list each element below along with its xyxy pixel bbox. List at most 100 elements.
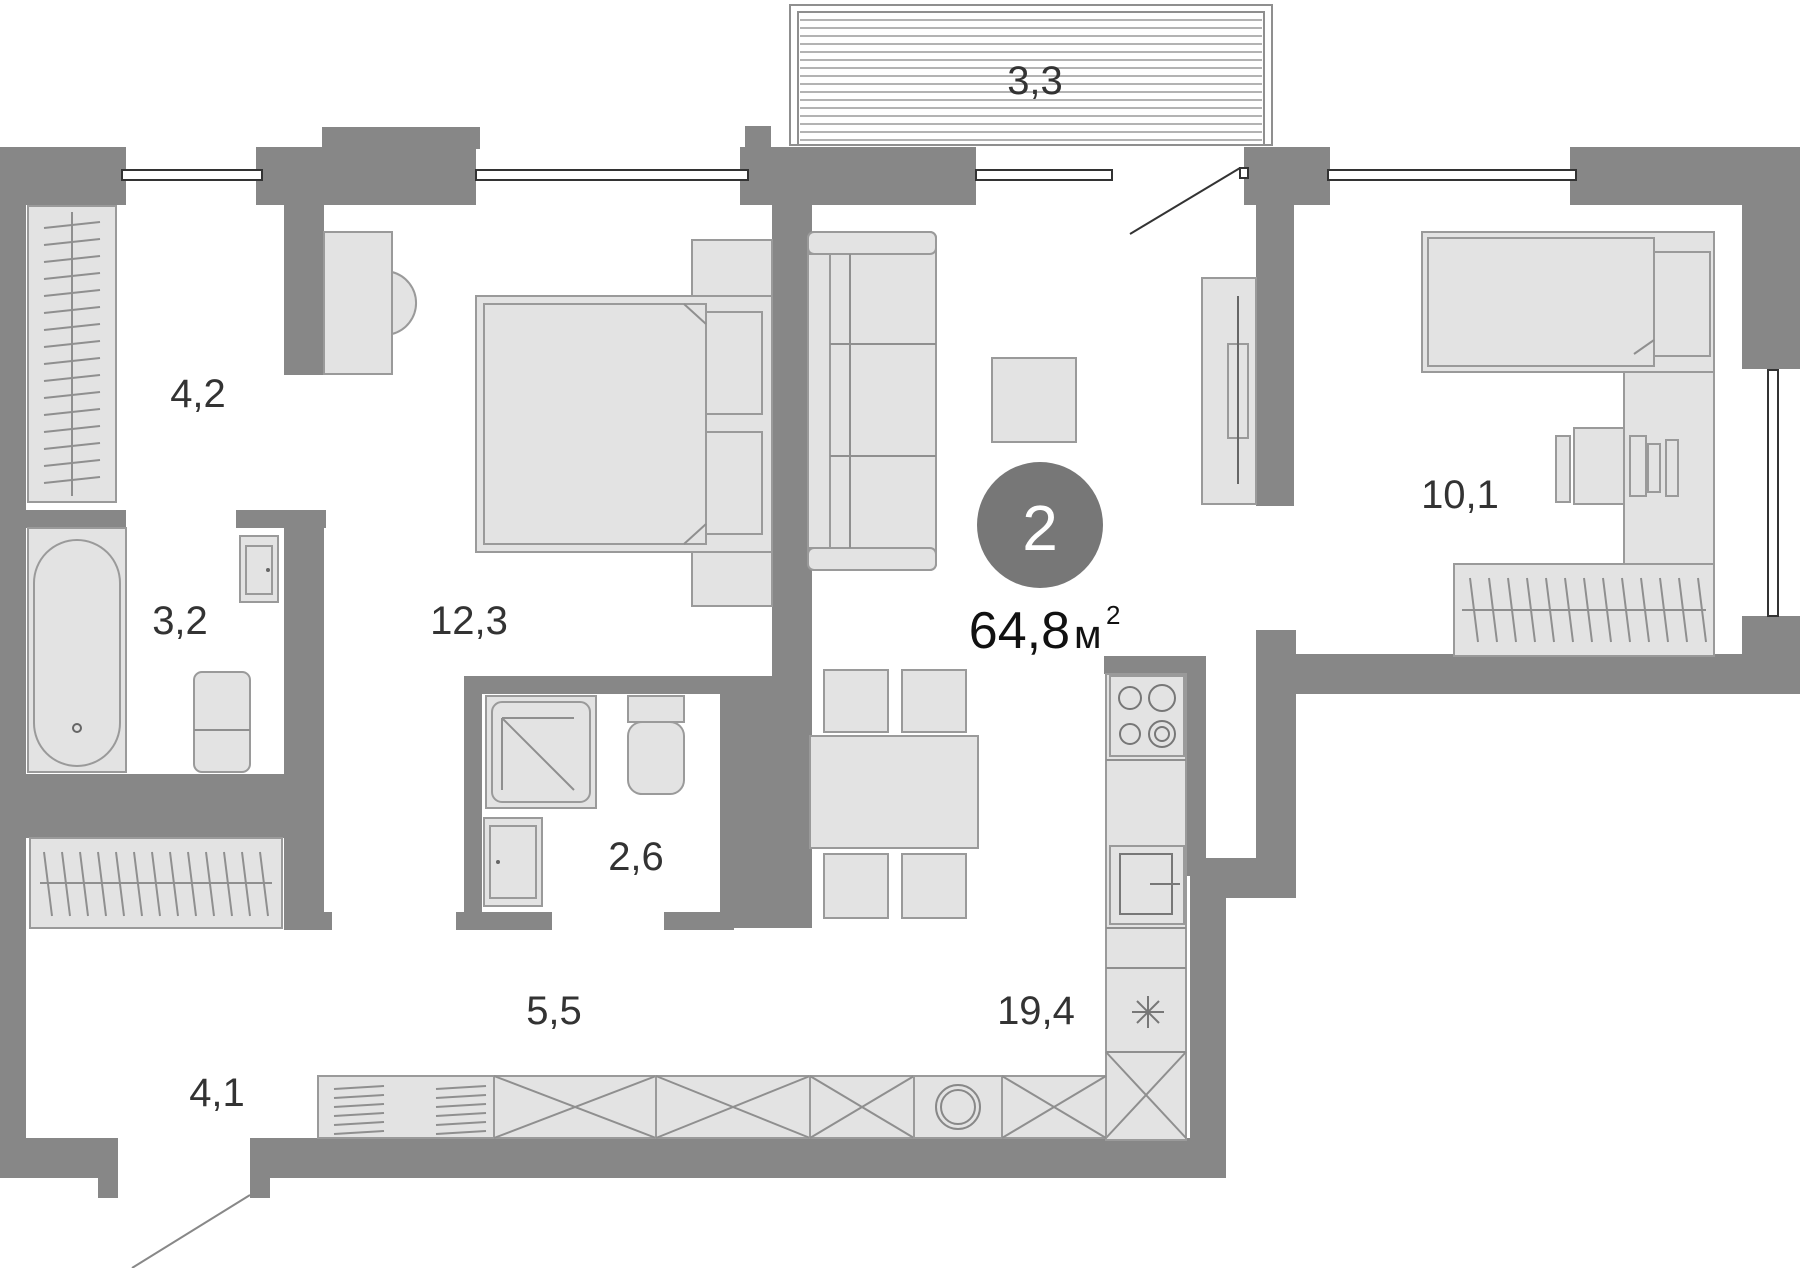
- hatch-line: [43, 289, 101, 297]
- room-area-label: 12,3: [430, 599, 508, 643]
- tv-unit: [1201, 277, 1257, 505]
- hatch-line: [43, 221, 101, 229]
- hatch-line: [43, 323, 101, 331]
- hatch-line: [205, 851, 215, 917]
- snowflake-icon: [1132, 996, 1164, 1028]
- hatch-line: [43, 340, 101, 348]
- balcony: [789, 4, 1273, 146]
- walls: [0, 126, 1800, 1198]
- hatch-line: [1602, 577, 1612, 643]
- hatch-line: [79, 851, 89, 917]
- hatch-line: [333, 1103, 385, 1108]
- hatch-line: [43, 255, 101, 263]
- double-bed: [475, 239, 773, 607]
- total-area-unit: м: [1074, 613, 1102, 657]
- hatch-line: [1678, 577, 1688, 643]
- bedroom-desk: [323, 231, 418, 375]
- hall-wardrobe: [29, 837, 283, 929]
- bathtub: [27, 527, 127, 773]
- hatch-line: [43, 391, 101, 399]
- hatch-line: [115, 851, 125, 917]
- room-area-label: 4,1: [189, 1071, 245, 1115]
- hatch-line: [133, 851, 143, 917]
- room-area-label: 4,2: [170, 372, 226, 416]
- hatch-line: [43, 306, 101, 314]
- hatch-line: [43, 238, 101, 246]
- room-area-label: 5,5: [526, 989, 582, 1033]
- wardrobe: [27, 205, 117, 503]
- dining-set: [809, 669, 979, 919]
- hatch-line: [43, 476, 101, 484]
- hatch-line: [43, 851, 53, 917]
- hatch-line: [1507, 577, 1517, 643]
- hatch-line: [435, 1085, 487, 1090]
- hatch-line: [1488, 577, 1498, 643]
- hatch-line: [43, 357, 101, 365]
- hatch-line: [43, 425, 101, 433]
- rooms-count: 2: [1022, 492, 1058, 564]
- hatch-line: [43, 442, 101, 450]
- hatch-line: [1621, 577, 1631, 643]
- hatch-line: [435, 1121, 487, 1126]
- total-area: 64,8: [969, 602, 1070, 660]
- hatch-line: [223, 851, 233, 917]
- window: [475, 169, 749, 181]
- room-area-label: 2,6: [608, 835, 664, 879]
- hatch-line: [1640, 577, 1650, 643]
- kids-wardrobe: [1453, 563, 1715, 657]
- window: [1767, 369, 1779, 617]
- hatch-line: [241, 851, 251, 917]
- hall-storage: [317, 1075, 1107, 1139]
- sofa: [807, 231, 937, 571]
- entrance-door: [131, 1194, 251, 1268]
- washing-machine: [913, 1075, 1003, 1139]
- bathroom-sink: [239, 535, 279, 603]
- kitchen-unit: [1105, 673, 1187, 1141]
- hatch-line: [333, 1130, 385, 1135]
- hatch-line: [1526, 577, 1536, 643]
- hatch-line: [435, 1130, 487, 1135]
- hatch-line: [333, 1112, 385, 1117]
- hatch-line: [435, 1103, 487, 1108]
- hatch-line: [333, 1121, 385, 1126]
- hatch-line: [333, 1085, 385, 1090]
- hatch-line: [43, 272, 101, 280]
- window: [975, 169, 1113, 181]
- hatch-line: [169, 851, 179, 917]
- window: [1327, 169, 1577, 181]
- room-area-label: 3,2: [152, 599, 208, 643]
- hatch-line: [1469, 577, 1479, 643]
- hatch-line: [1564, 577, 1574, 643]
- wc-toilet: [627, 695, 685, 795]
- hatch-line: [151, 851, 161, 917]
- hatch-line: [1659, 577, 1669, 643]
- shower-cabin: [485, 695, 597, 809]
- total-area-unit-sup: 2: [1106, 600, 1120, 630]
- room-area-label: 19,4: [997, 989, 1075, 1033]
- bathroom-toilet: [193, 671, 251, 773]
- hatch-line: [1583, 577, 1593, 643]
- hatch-line: [97, 851, 107, 917]
- hatch-line: [187, 851, 197, 917]
- rooms-count-badge: [977, 462, 1103, 588]
- window: [121, 169, 263, 181]
- hatch-line: [1545, 577, 1555, 643]
- hatch-line: [61, 851, 71, 917]
- balcony-door: [1129, 167, 1241, 235]
- hatch-line: [259, 851, 269, 917]
- hatch-line: [435, 1112, 487, 1117]
- hatch-line: [1697, 577, 1707, 643]
- coffee-table: [991, 357, 1077, 443]
- hatch-line: [43, 374, 101, 382]
- kids-desk: [1555, 371, 1715, 571]
- windows: [121, 167, 1779, 1268]
- hatch-line: [43, 408, 101, 416]
- hatch-line: [333, 1094, 385, 1099]
- hatch-line: [43, 459, 101, 467]
- wc-sink: [483, 817, 543, 907]
- room-area-label: 10,1: [1421, 473, 1499, 517]
- balcony-area-label: 3,3: [1007, 59, 1063, 103]
- hatch-line: [435, 1094, 487, 1099]
- single-bed: [1421, 231, 1715, 373]
